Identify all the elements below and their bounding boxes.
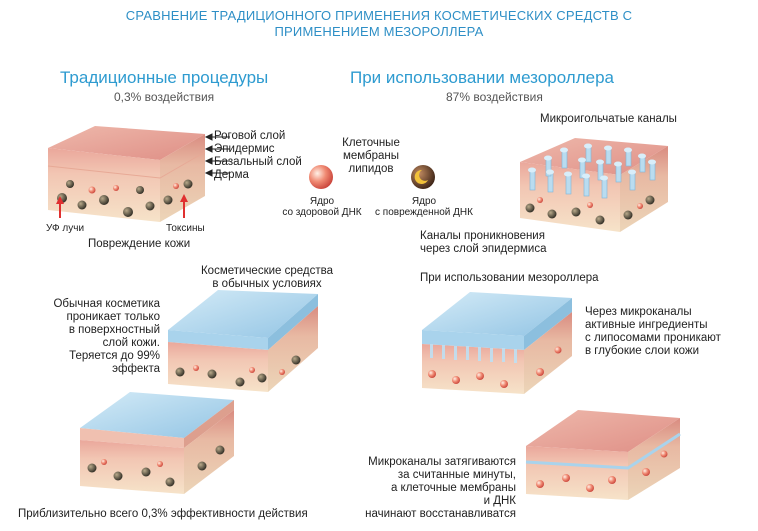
heal-line-2: за считанные минуты, — [397, 469, 516, 481]
cosmetics-normal-title: Косметические средства в обычных условия… — [192, 265, 342, 291]
normal-line-5: Теряется до 99% — [69, 350, 160, 362]
channels-label: Каналы проникновения через слой эпидерми… — [420, 230, 547, 256]
nucleus-damaged — [411, 165, 435, 189]
healing-label: Микроканалы затягиваются за считанные ми… — [360, 456, 516, 521]
bottom-efficiency-label: Приблизительно всего 0,3% эффективности … — [18, 508, 308, 520]
layer-label-epidermis: Эпидермис — [214, 143, 275, 155]
heal-line-3: а клеточные мембраны — [390, 482, 516, 494]
through-line-3: с липосомами проникают — [585, 332, 721, 344]
normal-line-3: в поверхностный — [68, 324, 160, 336]
title-line-2: ПРИМЕНЕНИЕМ МЕЗОРОЛЛЕРА — [274, 24, 484, 39]
left-subheading: 0,3% воздействия — [114, 90, 215, 104]
normal-cosmetics-text: Обычная косметика проникает только в пов… — [40, 298, 160, 376]
skin-block-lost-effect — [80, 392, 234, 494]
healthy-line-2: со здоровой ДНК — [282, 207, 362, 218]
heal-line-5: начинают восстанавливатся — [365, 508, 516, 520]
channels-line-1: Каналы проникновения — [420, 230, 545, 242]
right-subheading: 87% воздействия — [446, 90, 543, 104]
damaged-line-2: с поврежденной ДНК — [375, 207, 473, 218]
damaged-line-1: Ядро — [411, 196, 437, 207]
through-line-1: Через микроканалы — [585, 306, 692, 318]
micro-channels-label: Микроигольчатые каналы — [540, 113, 677, 125]
skin-block-microneedle — [520, 138, 668, 232]
healthy-nucleus-label: Ядро со здоровой ДНК — [276, 196, 368, 218]
normal-line-4: слой кожи. — [102, 337, 160, 349]
channels-line-2: через слой эпидермиса — [420, 243, 547, 255]
heal-line-4: и ДНК — [483, 495, 516, 507]
layer-label-basal: Базальный слой — [214, 156, 302, 168]
through-channels-label: Через микроканалы активные ингредиенты с… — [585, 306, 721, 358]
cosmetics-title-line-2: в обычных условиях — [212, 278, 322, 290]
skin-block-healing — [525, 410, 681, 500]
page-title: СРАВНЕНИЕ ТРАДИЦИОННОГО ПРИМЕНЕНИЯ КОСМЕ… — [0, 8, 758, 40]
membranes-line-2: липидов — [348, 163, 394, 175]
layer-label-dermis: Дерма — [214, 169, 249, 181]
skin-block-mesoroller-gel — [422, 292, 572, 394]
title-line-1: СРАВНЕНИЕ ТРАДИЦИОННОГО ПРИМЕНЕНИЯ КОСМЕ… — [125, 8, 633, 23]
left-heading: Традиционные процедуры — [60, 68, 269, 87]
membranes-label: Клеточные мембраны липидов — [316, 137, 426, 176]
normal-line-6: эффекта — [112, 363, 160, 375]
normal-line-1: Обычная косметика — [53, 298, 160, 310]
damage-label: Повреждение кожи — [88, 238, 191, 250]
through-line-2: активные ингредиенты — [585, 319, 708, 331]
skin-block-cosmetics-normal — [168, 290, 318, 392]
skin-block-traditional — [47, 126, 230, 222]
membranes-line-1: Клеточные мембраны — [342, 137, 400, 162]
damaged-nucleus-label: Ядро с поврежденной ДНК — [370, 196, 478, 218]
normal-line-2: проникает только — [66, 311, 161, 323]
layer-label-stratum-corneum: Роговой слой — [214, 130, 286, 142]
healthy-line-1: Ядро — [309, 196, 335, 207]
through-line-4: в глубокие слои кожи — [585, 345, 700, 357]
right-heading: При использовании мезороллера — [350, 68, 614, 87]
cosmetics-title-line-1: Косметические средства — [200, 265, 334, 277]
using-mesoroller-label: При использовании мезороллера — [420, 272, 599, 284]
uv-label: УФ лучи — [46, 223, 85, 234]
heal-line-1: Микроканалы затягиваются — [368, 456, 516, 468]
nucleus-healthy — [309, 165, 333, 189]
toxins-label: Токсины — [166, 223, 205, 234]
